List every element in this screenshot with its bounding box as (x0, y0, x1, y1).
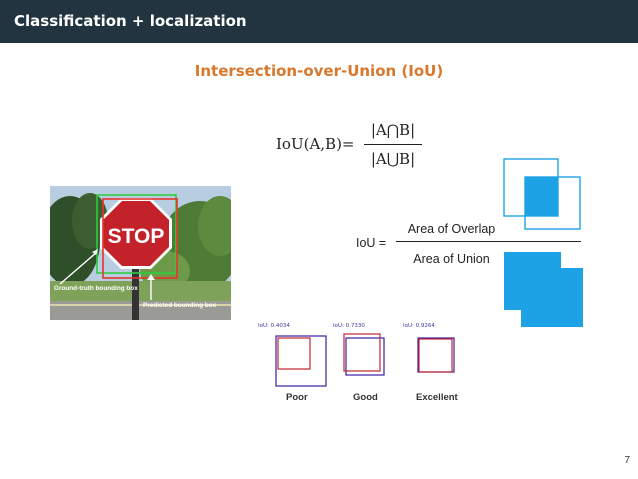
union-box-b (521, 268, 583, 327)
poor-ground-truth-box (275, 335, 327, 387)
good-ground-truth-box (345, 337, 385, 376)
iou-area-lhs: IoU = (356, 236, 387, 250)
predicted-box (102, 198, 178, 279)
header-title: Classification + localization (14, 12, 247, 30)
iou-area-fraction-bar (396, 241, 581, 242)
ground-truth-box (96, 194, 177, 274)
iou-area-denominator: Area of Union (413, 252, 490, 266)
grass (50, 281, 231, 301)
ground-truth-label: Ground-truth bounding box (54, 285, 138, 292)
sign-text: STOP (108, 225, 165, 248)
overlap-union-diagram (500, 155, 585, 330)
ground-truth-arrow-head (92, 249, 98, 255)
excellent-predicted-box (418, 338, 453, 373)
iou-set-lhs: IoU(A,B)= (276, 135, 355, 153)
iou-examples-svg (275, 333, 455, 387)
road-line (50, 304, 231, 306)
iou-area-numerator: Area of Overlap (407, 222, 496, 236)
stop-sign-photo: STOP Ground-truth bounding box Predicted… (50, 186, 231, 320)
good-predicted-box (343, 333, 381, 372)
iou-examples: IoU: 0.4034 IoU: 0.7330 IoU: 0.9264 Poor… (258, 318, 472, 410)
example-score-excellent: IoU: 0.9264 (403, 323, 435, 329)
slide-header: Classification + localization (0, 0, 638, 43)
slide-title: Intersection-over-Union (IoU) (194, 62, 444, 80)
iou-set-fraction-bar (364, 144, 422, 145)
tree-left-top (72, 193, 108, 249)
tree-right-top (198, 196, 231, 256)
iou-set-numerator: |A⋂B| (370, 121, 416, 139)
iou-set-fraction: |A⋂B| |A⋃B| (364, 118, 422, 171)
overlap-union-svg (503, 158, 583, 327)
example-label-good: Good (353, 392, 378, 403)
example-score-poor: IoU: 0.4034 (258, 323, 290, 329)
page-number: 7 (624, 455, 630, 466)
stop-sign-illustration: STOP Ground-truth bounding box Predicted… (50, 186, 231, 320)
sign-face (103, 201, 169, 266)
example-label-poor: Poor (286, 392, 308, 403)
example-label-excellent: Excellent (416, 392, 458, 403)
iou-set-denominator: |A⋃B| (370, 150, 416, 168)
iou-area-formula: IoU = Area of Overlap Area of Union (356, 219, 581, 271)
predicted-arrow-head (147, 274, 155, 280)
sign-post (132, 262, 139, 320)
ground-truth-arrow-line (59, 251, 98, 285)
excellent-ground-truth-box (417, 337, 455, 373)
overlap-region (525, 177, 558, 216)
poor-predicted-box (277, 337, 311, 370)
predicted-label: Predicted bounding box (143, 302, 217, 309)
example-score-good: IoU: 0.7330 (333, 323, 365, 329)
